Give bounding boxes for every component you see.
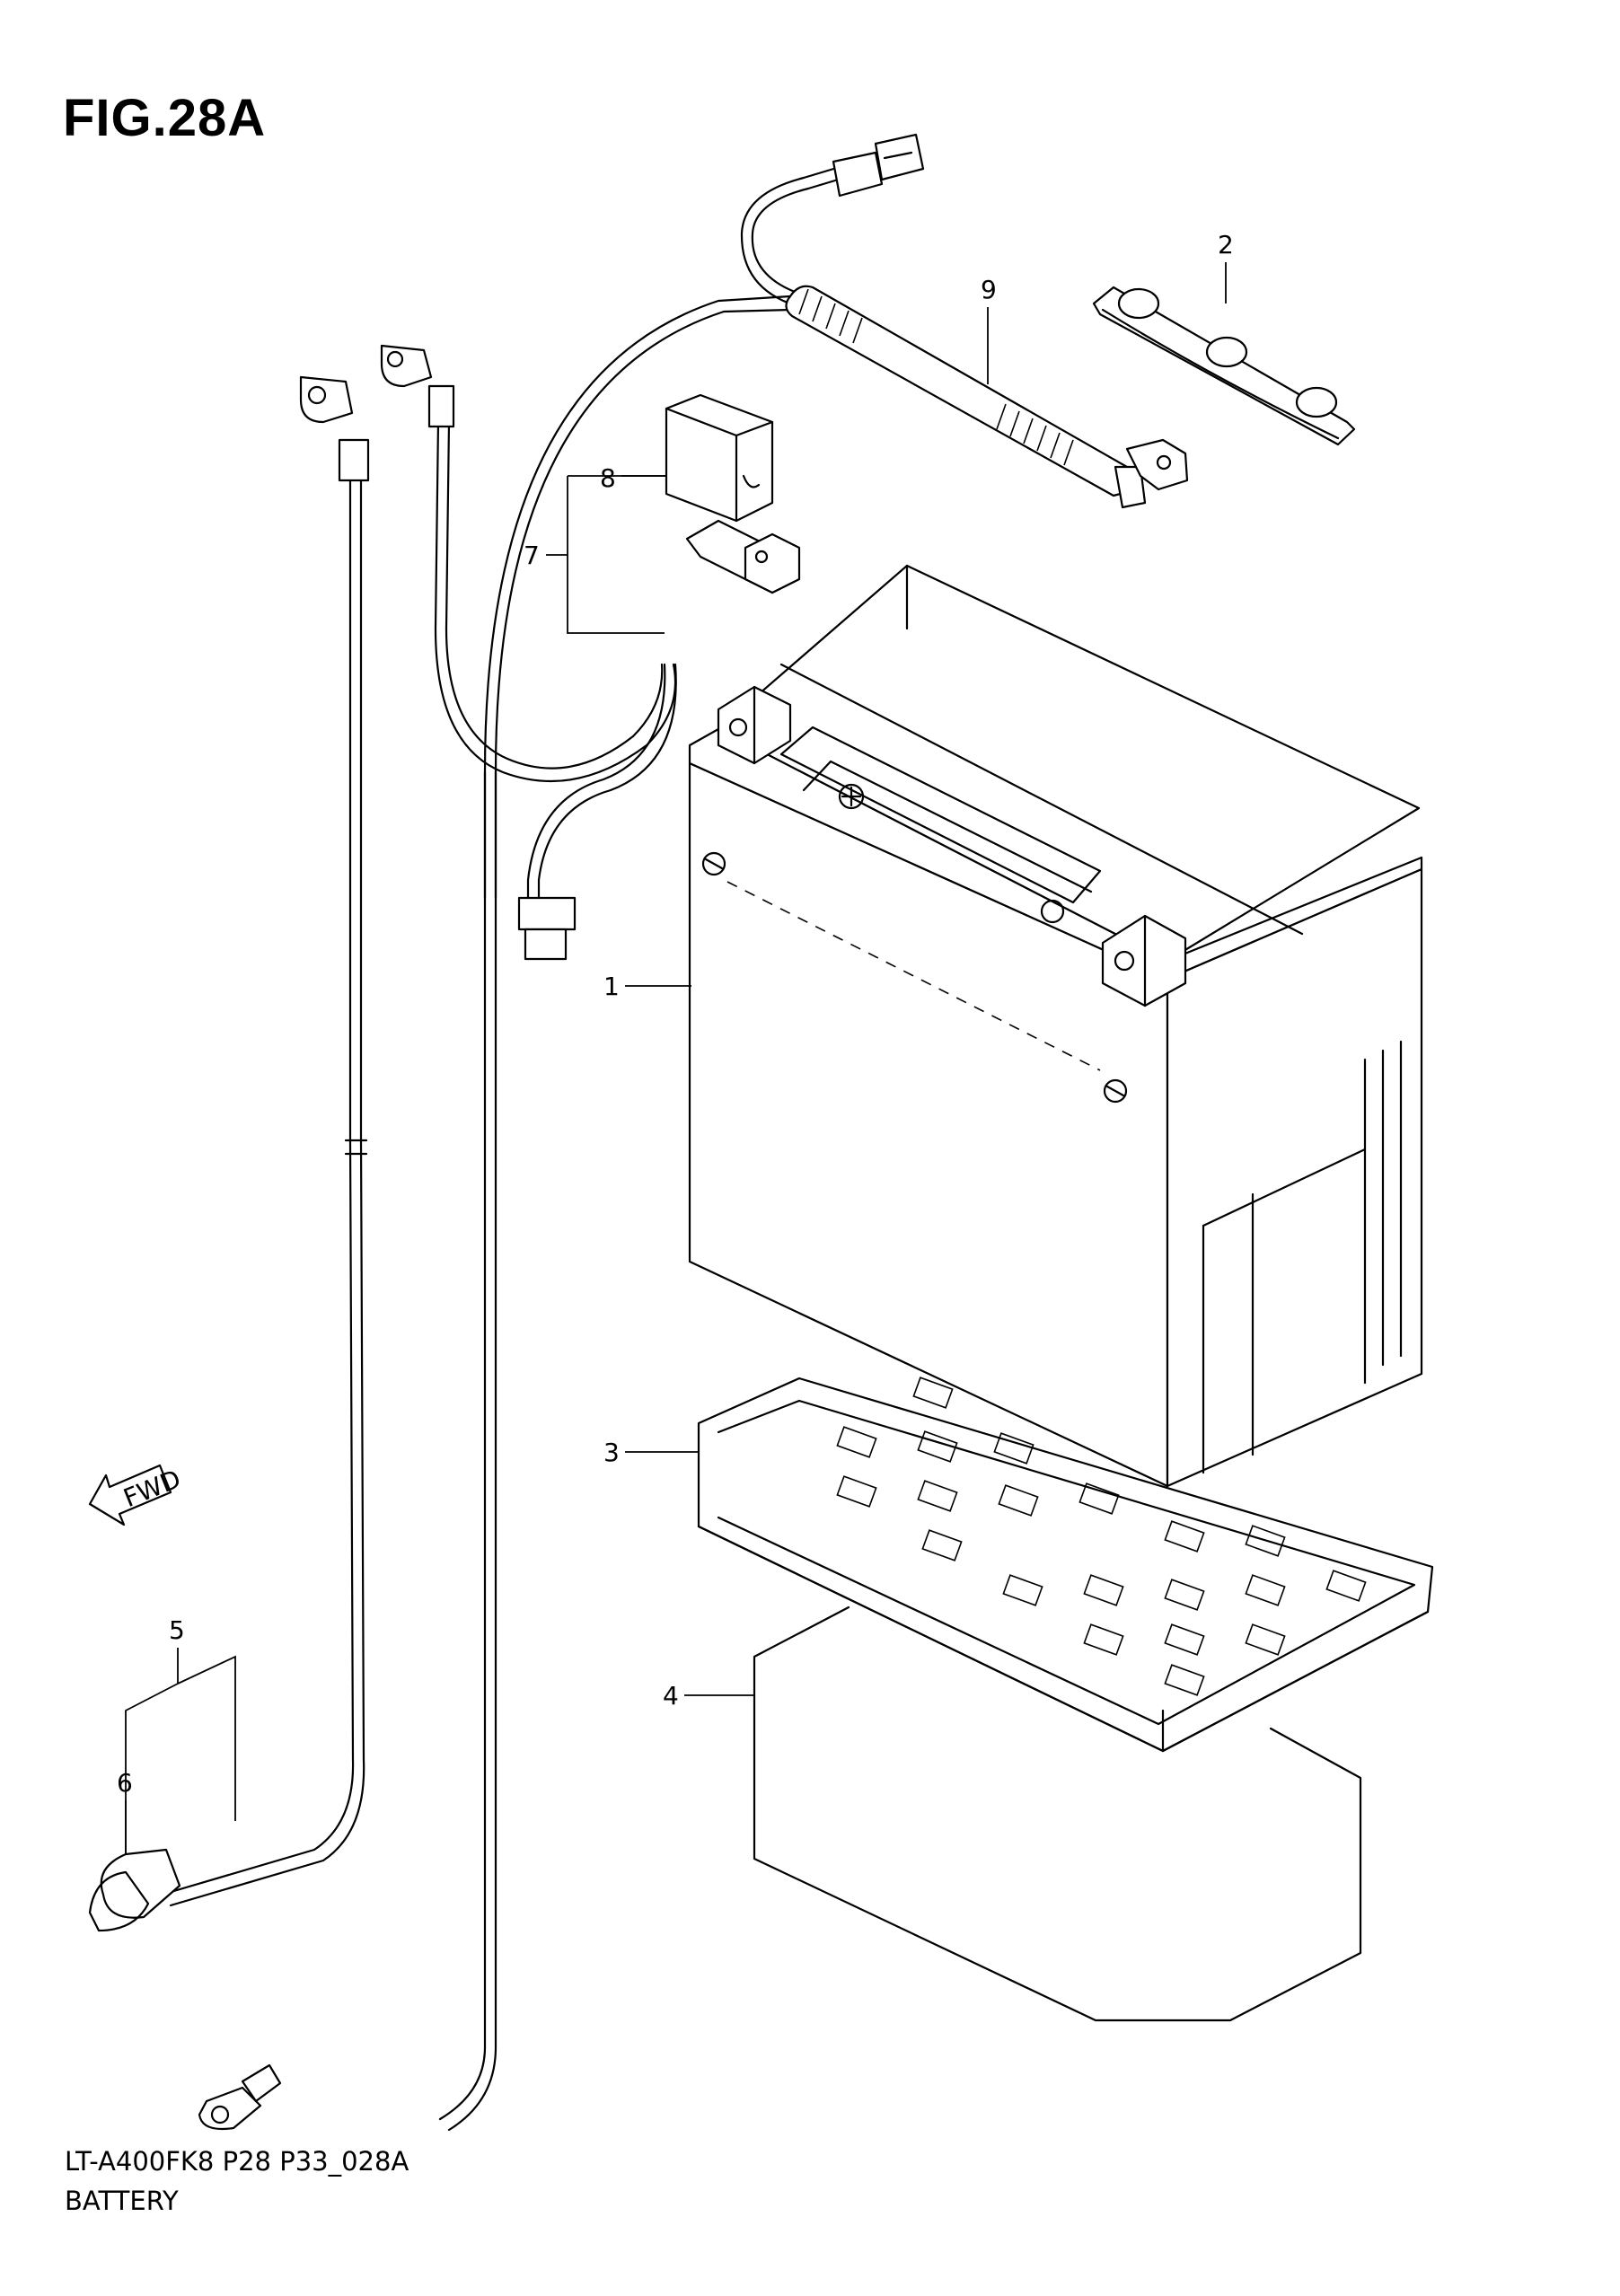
svg-text:1: 1	[603, 972, 620, 1001]
svg-text:6: 6	[117, 1768, 133, 1798]
svg-text:7: 7	[524, 541, 540, 570]
fwd-arrow-icon: FWD	[88, 1464, 185, 1526]
model-code-caption: LT-A400FK8 P28 P33_028A	[65, 2146, 409, 2177]
svg-text:9: 9	[981, 275, 997, 304]
battery	[688, 564, 1423, 1488]
callout-3: 3	[603, 1438, 699, 1467]
callout-7: 7	[524, 475, 666, 634]
callout-2: 2	[1218, 230, 1234, 303]
svg-text:4: 4	[663, 1681, 679, 1711]
figure-title: FIG.28A	[63, 89, 267, 147]
callout-4: 4	[663, 1681, 754, 1711]
relay-cover	[665, 393, 774, 523]
svg-text:3: 3	[603, 1438, 620, 1467]
section-name-caption: BATTERY	[65, 2186, 179, 2216]
battery-pad	[753, 1605, 1362, 2022]
callout-5: 5	[125, 1615, 236, 1854]
svg-text:2: 2	[1218, 230, 1234, 260]
svg-text:5: 5	[169, 1615, 185, 1645]
battery-terminal-cover	[1092, 286, 1356, 446]
svg-text:8: 8	[600, 463, 616, 493]
callout-1: 1	[603, 972, 691, 1001]
wiring-harness	[88, 133, 925, 2132]
callout-9: 9	[981, 275, 997, 384]
starter-relay-assy	[685, 519, 801, 594]
callout-6: 6	[117, 1768, 133, 1854]
callout-8: 8	[600, 463, 666, 493]
fuse-holder	[785, 285, 1189, 509]
battery-tray	[697, 1377, 1434, 1753]
